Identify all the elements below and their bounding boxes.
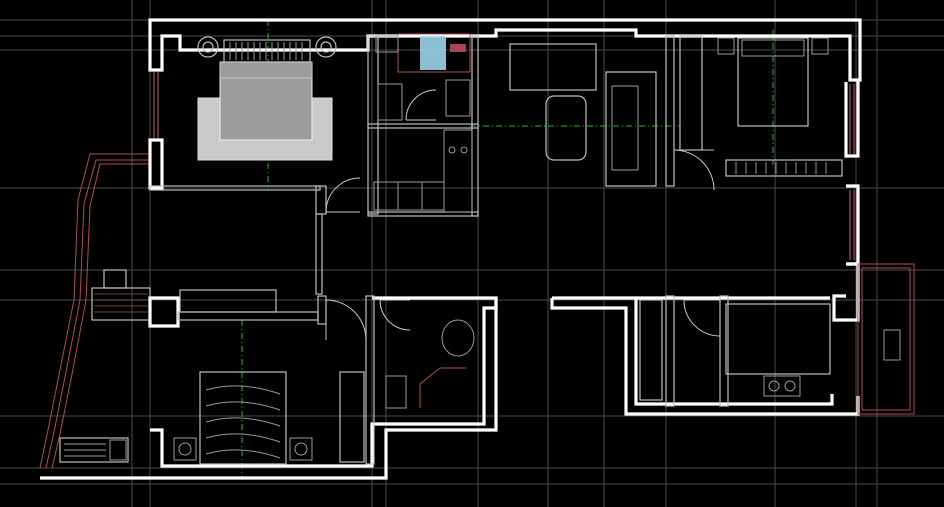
second-bedroom: [679, 35, 843, 177]
utility-laundry: [639, 263, 915, 415]
cabinets: [639, 299, 663, 401]
exterior-walls: [40, 18, 862, 480]
double-bed: [199, 371, 287, 465]
shower: [420, 36, 446, 70]
interior-walls: [149, 35, 729, 465]
nightstand-right: [289, 437, 313, 461]
nightstand-right: [315, 36, 337, 58]
sofa: [605, 71, 657, 187]
cabinets: [373, 181, 445, 211]
wardrobe: [679, 35, 703, 151]
toilet: [385, 375, 407, 409]
axis-lines: [241, 20, 774, 480]
nightstand-left: [197, 36, 219, 58]
double-bed: [219, 61, 313, 141]
dining-table: [545, 95, 587, 161]
radiator: [725, 159, 843, 177]
nightstand: [717, 37, 735, 55]
third-bedroom: [173, 289, 367, 465]
stove: [448, 146, 456, 154]
basin: [445, 79, 471, 117]
nightstand-left: [173, 437, 197, 461]
storage-unit: [94, 293, 148, 313]
vanity: [441, 319, 475, 357]
kitchen: [373, 129, 473, 213]
desk: [59, 437, 129, 463]
living-dining: [509, 43, 715, 191]
toilet: [377, 83, 403, 121]
cooktop: [763, 375, 801, 397]
double-bed: [737, 37, 809, 127]
counter: [443, 129, 473, 213]
master-bedroom: [197, 36, 361, 213]
ensuite-bathroom: [375, 33, 471, 121]
bay-window-balcony: [39, 153, 151, 469]
bathroom-2: [379, 299, 475, 409]
sink: [883, 329, 901, 361]
window-glazing: [153, 72, 855, 260]
wardrobe: [339, 371, 365, 463]
tv-cabinet: [509, 43, 597, 91]
